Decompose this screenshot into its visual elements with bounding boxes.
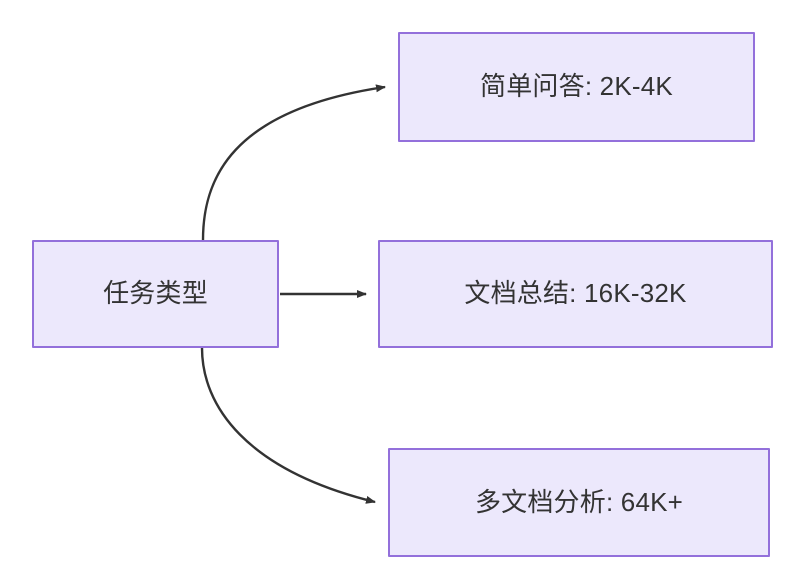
node-simple-qa-label: 简单问答: 2K-4K xyxy=(480,71,673,102)
node-multi-doc[interactable]: 多文档分析: 64K+ xyxy=(388,448,770,557)
node-doc-summary-label: 文档总结: 16K-32K xyxy=(464,278,687,309)
edge-to-multi-doc xyxy=(200,347,376,504)
node-task-type[interactable]: 任务类型 xyxy=(32,240,279,348)
node-task-type-label: 任务类型 xyxy=(103,278,208,309)
node-simple-qa[interactable]: 简单问答: 2K-4K xyxy=(398,32,755,142)
node-doc-summary[interactable]: 文档总结: 16K-32K xyxy=(378,240,773,348)
node-multi-doc-label: 多文档分析: 64K+ xyxy=(474,486,684,517)
edge-to-simple-qa xyxy=(201,84,386,241)
